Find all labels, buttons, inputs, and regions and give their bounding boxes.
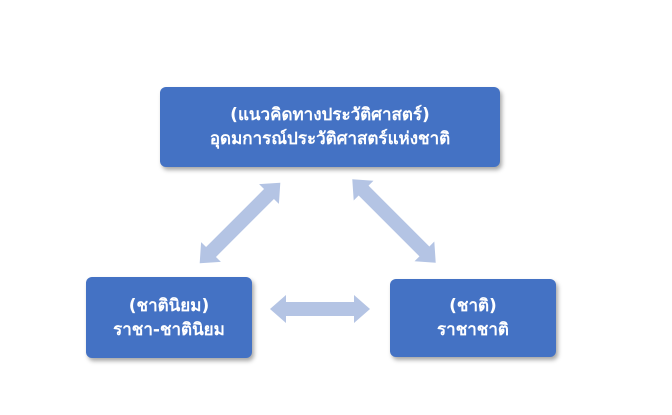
arrow-top-right xyxy=(352,179,436,263)
arrow-top-left xyxy=(199,182,281,264)
node-nation-line2: ราชาชาติ xyxy=(437,320,509,340)
node-nationalism-line1: (ชาตินิยม) xyxy=(128,295,210,316)
node-historical-concept-line1: (แนวคิดทางประวัติศาสตร์) xyxy=(230,105,430,125)
node-nation: (ชาติ) ราชาชาติ xyxy=(390,279,556,357)
node-nationalism-line2: ราชา-ชาตินิยม xyxy=(113,319,225,340)
node-nation-line1: (ชาติ) xyxy=(449,296,497,316)
node-historical-concept-line2: อุดมการณ์ประวัติศาสตร์แห่งชาติ xyxy=(209,129,451,149)
node-nationalism: (ชาตินิยม) ราชา-ชาตินิยม xyxy=(86,277,252,358)
node-historical-concept: (แนวคิดทางประวัติศาสตร์) อุดมการณ์ประวัต… xyxy=(160,87,500,167)
arrow-left-right xyxy=(270,295,370,323)
